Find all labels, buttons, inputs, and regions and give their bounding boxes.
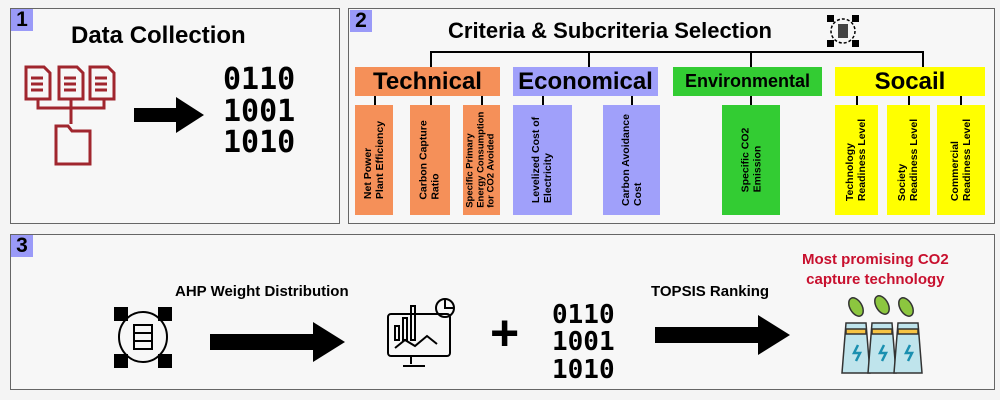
arrow-right-icon xyxy=(210,322,345,362)
network-server-icon xyxy=(114,307,172,368)
panel-data-collection: 1 Data Collection 0110 1001 1010 xyxy=(10,8,340,224)
subcriterion-label: Carbon Avoidance Cost xyxy=(619,114,644,206)
subcriterion: Carbon Capture Ratio xyxy=(410,105,450,215)
panel-ranking: 3 xyxy=(10,234,995,390)
connector-line xyxy=(960,96,962,105)
ahp-label: AHP Weight Distribution xyxy=(175,283,349,300)
binary-data: 0110 1001 1010 xyxy=(223,62,296,160)
connector-line xyxy=(856,96,858,105)
criterion-economical: Economical xyxy=(513,67,658,96)
subcriterion-label: Net Power Plant Efficiency xyxy=(362,120,387,200)
connector-line xyxy=(922,51,924,67)
connector-line xyxy=(430,51,924,53)
connector-line xyxy=(588,51,590,67)
criterion-social: Socail xyxy=(835,67,985,96)
step-badge: 2 xyxy=(350,10,372,32)
connector-line xyxy=(750,51,752,67)
connector-line xyxy=(430,51,432,67)
panel-title: Criteria & Subcriteria Selection xyxy=(448,18,772,43)
subcriterion-label: Carbon Capture Ratio xyxy=(418,120,442,200)
subcriterion-label: Technology Readiness Level xyxy=(844,118,869,202)
documents-folder-icon xyxy=(24,65,116,166)
criterion-technical: Technical xyxy=(355,67,500,96)
subcriterion: Net Power Plant Efficiency xyxy=(355,105,393,215)
step-badge: 1 xyxy=(11,9,33,31)
analytics-monitor-icon xyxy=(387,298,455,367)
subcriterion-label: Levelized Cost of Electricity xyxy=(530,116,555,204)
subcriterion-label: Commercial Readiness Level xyxy=(949,118,974,202)
network-server-icon xyxy=(827,15,859,47)
subcriterion: Specific CO2 Emission xyxy=(722,105,780,215)
subcriterion: Specific Primary Energy Consumption for … xyxy=(463,105,500,215)
binary-data: 0110 1001 1010 xyxy=(552,300,615,385)
arrow-right-icon xyxy=(134,97,204,133)
subcriterion-label: Specific CO2 Emission xyxy=(739,127,763,193)
connector-line xyxy=(542,96,544,105)
criterion-environmental: Environmental xyxy=(673,67,822,96)
connector-line xyxy=(908,96,910,105)
topsis-label: TOPSIS Ranking xyxy=(651,283,770,300)
connector-line xyxy=(430,96,432,105)
result-label: Most promising CO2 capture technology xyxy=(802,251,949,288)
subcriterion-label: Specific Primary Energy Consumption for … xyxy=(464,111,497,209)
subcriterion-label: Society Readiness Level xyxy=(896,118,921,202)
arrow-right-icon xyxy=(655,315,790,355)
subcriterion: Society Readiness Level xyxy=(887,105,930,215)
connector-line xyxy=(750,96,752,105)
panel-title: Data Collection xyxy=(71,22,246,49)
subcriterion: Carbon Avoidance Cost xyxy=(603,105,660,215)
plus-sign: + xyxy=(490,305,520,361)
green-energy-plant-icon xyxy=(841,295,923,374)
connector-line xyxy=(481,96,483,105)
connector-line xyxy=(374,96,376,105)
subcriterion: Commercial Readiness Level xyxy=(937,105,985,215)
step-badge: 3 xyxy=(11,235,33,257)
subcriterion: Technology Readiness Level xyxy=(835,105,878,215)
connector-line xyxy=(631,96,633,105)
subcriterion: Levelized Cost of Electricity xyxy=(513,105,572,215)
